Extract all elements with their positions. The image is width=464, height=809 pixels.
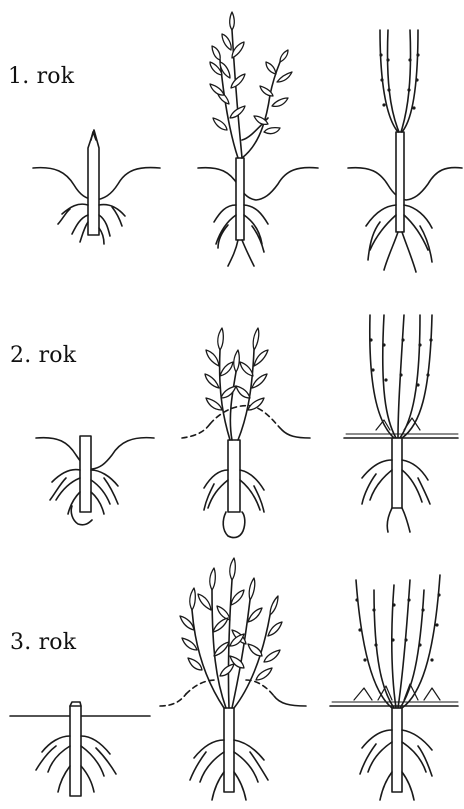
panel-year1-planting <box>33 130 160 244</box>
panel-year1-pruned <box>348 30 462 272</box>
panel-year3-planting <box>10 702 150 796</box>
panel-year3-pruned <box>330 575 458 800</box>
panel-year2-planting <box>36 436 154 525</box>
leaf-cluster <box>180 558 282 680</box>
panel-year2-pruned <box>344 315 458 532</box>
panel-year3-growth <box>160 558 306 800</box>
panel-year1-growth <box>198 12 318 266</box>
panel-year2-growth <box>182 328 310 538</box>
